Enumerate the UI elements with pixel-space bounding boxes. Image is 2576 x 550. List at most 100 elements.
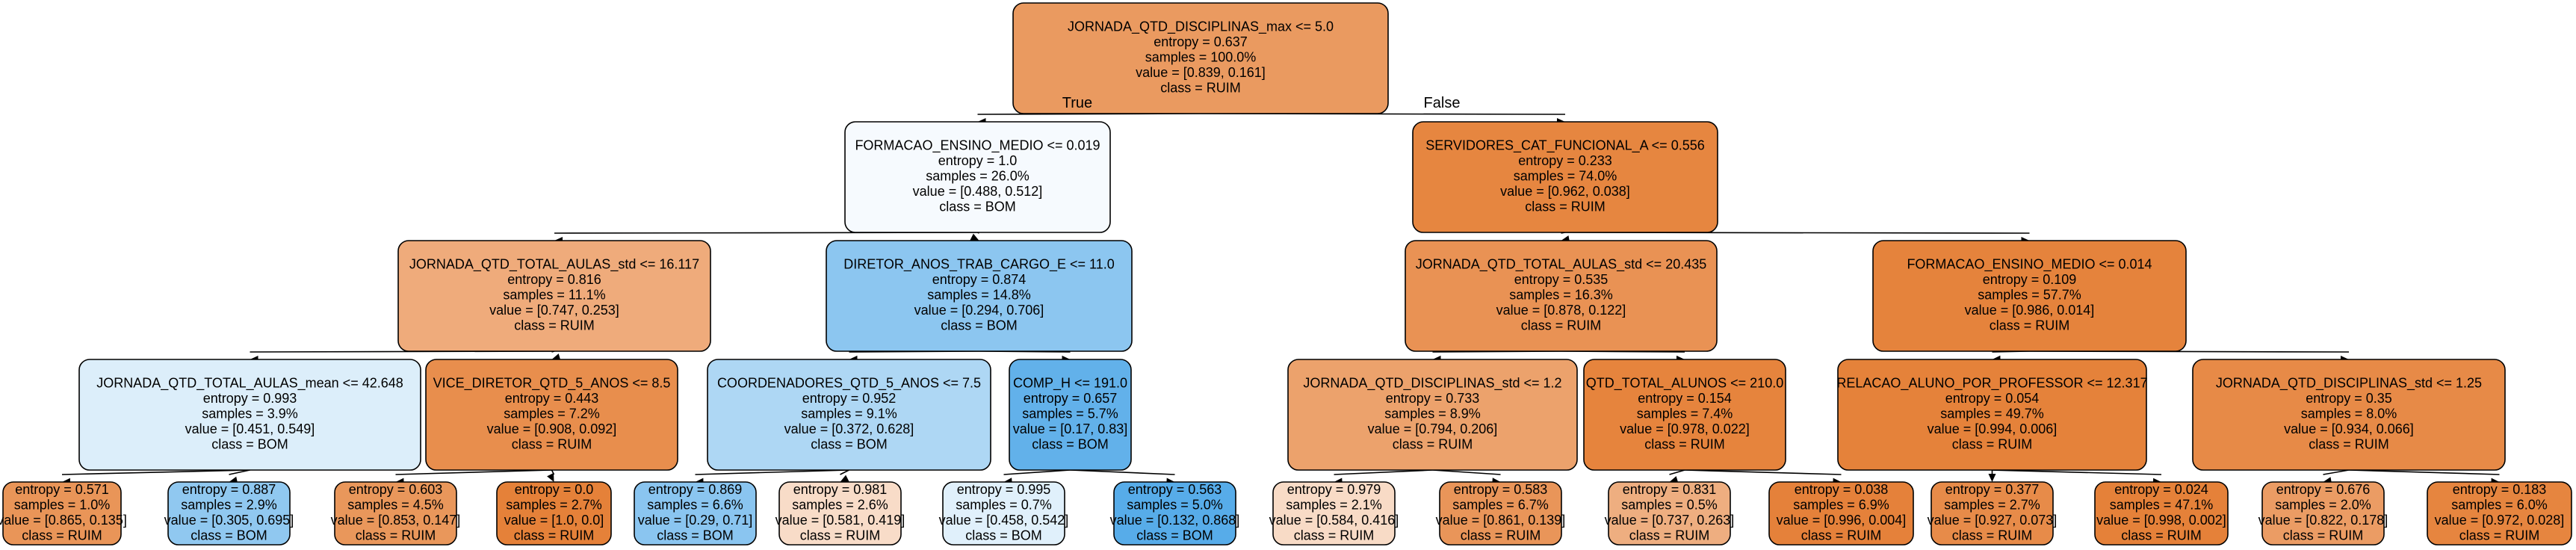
- node-line: value = [0.581, 0.419]: [775, 513, 905, 528]
- node-box: [844, 121, 1111, 233]
- node-line: value = [0.584, 0.416]: [1269, 513, 1399, 528]
- node-line: class = RUIM: [1801, 528, 1882, 543]
- node-box: [496, 481, 612, 546]
- edge-n8-n17: [395, 469, 552, 475]
- node-line: value = [0.978, 0.022]: [1620, 421, 1750, 436]
- edge-arrowhead-n13-n27: [1988, 474, 1996, 482]
- node-line: class = RUIM: [514, 528, 595, 543]
- node-box: [1272, 481, 1396, 546]
- node-line: entropy = 0.952: [802, 391, 897, 406]
- node-line: entropy = 0.038: [1795, 482, 1889, 497]
- node-box: [2, 481, 122, 546]
- node-line: class = BOM: [941, 318, 1018, 333]
- node-line: class = BOM: [811, 437, 888, 452]
- node-line: entropy = 0.733: [1386, 391, 1480, 406]
- node-line: value = [0.865, 0.135]: [0, 513, 127, 528]
- edge-n11-n23: [1334, 469, 1433, 475]
- edge-n13-n28: [1992, 469, 2162, 475]
- node-box: [2192, 359, 2506, 471]
- node-line: class = RUIM: [512, 437, 592, 452]
- node-line: entropy = 0.979: [1287, 482, 1381, 497]
- tree-node-n3: JORNADA_QTD_TOTAL_AULAS_std <= 16.117ent…: [397, 240, 711, 352]
- node-line: samples = 47.1%: [2110, 497, 2214, 512]
- node-line: value = [0.994, 0.006]: [1928, 421, 2058, 436]
- tree-node-n14: JORNADA_QTD_DISCIPLINAS_std <= 1.25entro…: [2192, 359, 2506, 471]
- node-line: value = [0.451, 0.549]: [185, 421, 315, 436]
- node-box: [1583, 359, 1786, 471]
- edge-n12-n26: [1684, 469, 1842, 475]
- edge-n7-n15: [61, 469, 250, 475]
- node-line: JORNADA_QTD_TOTAL_AULAS_std <= 20.435: [1416, 257, 1707, 273]
- node-line: value = [0.908, 0.092]: [487, 421, 617, 436]
- node-line: samples = 7.4%: [1637, 407, 1733, 421]
- node-line: class = RUIM: [2309, 437, 2389, 452]
- node-line: samples = 9.1%: [801, 407, 897, 421]
- node-line: value = [0.737, 0.263]: [1605, 513, 1735, 528]
- node-line: value = [0.861, 0.139]: [1436, 513, 1566, 528]
- node-line: samples = 8.9%: [1384, 407, 1481, 421]
- node-line: entropy = 0.995: [957, 482, 1051, 497]
- node-line: samples = 0.7%: [956, 497, 1052, 512]
- node-line: class = RUIM: [2283, 528, 2364, 543]
- node-line: samples = 2.6%: [792, 497, 888, 512]
- node-line: samples = 6.7%: [1452, 497, 1549, 512]
- node-line: entropy = 0.563: [1128, 482, 1222, 497]
- node-line: class = RUIM: [1644, 437, 1725, 452]
- node-line: class = RUIM: [1461, 528, 1541, 543]
- node-line: samples = 2.9%: [181, 497, 277, 512]
- edge-label-false: False: [1424, 95, 1461, 111]
- edge-arrowhead-n1-n4: [970, 233, 979, 241]
- node-line: samples = 2.7%: [1944, 497, 2040, 512]
- node-line: class = BOM: [1136, 528, 1213, 543]
- edge-n14-n29: [2323, 469, 2350, 475]
- tree-node-n0: JORNADA_QTD_DISCIPLINAS_max <= 5.0entrop…: [1012, 2, 1389, 114]
- node-box: [1412, 121, 1718, 233]
- node-line: class = RUIM: [22, 528, 102, 543]
- node-line: samples = 3.9%: [202, 407, 298, 421]
- node-box: [1439, 481, 1562, 546]
- node-line: class = RUIM: [1521, 318, 1602, 333]
- node-line: RELACAO_ALUNO_POR_PROFESSOR <= 12.317: [1836, 376, 2147, 392]
- node-line: DIRETOR_ANOS_TRAB_CARGO_E <= 11.0: [843, 257, 1114, 273]
- node-box: [1113, 481, 1236, 546]
- node-line: value = [0.934, 0.066]: [2284, 421, 2414, 436]
- node-line: VICE_DIRETOR_QTD_5_ANOS <= 8.5: [433, 376, 671, 392]
- node-box: [1012, 2, 1389, 114]
- node-line: value = [0.458, 0.542]: [939, 513, 1069, 528]
- edge-n11-n24: [1432, 469, 1501, 475]
- node-line: JORNADA_QTD_DISCIPLINAS_max <= 5.0: [1068, 19, 1334, 35]
- node-line: entropy = 0.183: [2453, 482, 2547, 497]
- node-line: entropy = 0.154: [1638, 391, 1732, 406]
- edge-arrowhead-n8-n18: [547, 472, 554, 482]
- node-line: class = RUIM: [514, 318, 595, 333]
- node-line: value = [0.998, 0.002]: [2096, 513, 2226, 528]
- node-line: class = RUIM: [356, 528, 436, 543]
- node-line: samples = 100.0%: [1145, 50, 1257, 65]
- node-line: value = [0.305, 0.695]: [164, 513, 294, 528]
- node-line: value = [0.29, 0.71]: [638, 513, 753, 528]
- tree-node-n11: JORNADA_QTD_DISCIPLINAS_std <= 1.2entrop…: [1287, 359, 1578, 471]
- node-line: entropy = 0.024: [2114, 482, 2208, 497]
- node-line: class = RUIM: [2121, 528, 2202, 543]
- edge-n14-n30: [2348, 469, 2500, 475]
- node-line: value = [0.372, 0.628]: [784, 421, 914, 436]
- node-line: entropy = 0.816: [507, 272, 601, 287]
- node-line: class = BOM: [211, 437, 288, 452]
- tree-node-n7: JORNADA_QTD_TOTAL_AULAS_mean <= 42.648en…: [78, 359, 421, 471]
- node-line: samples = 4.5%: [347, 497, 444, 512]
- node-line: samples = 5.7%: [1022, 407, 1118, 421]
